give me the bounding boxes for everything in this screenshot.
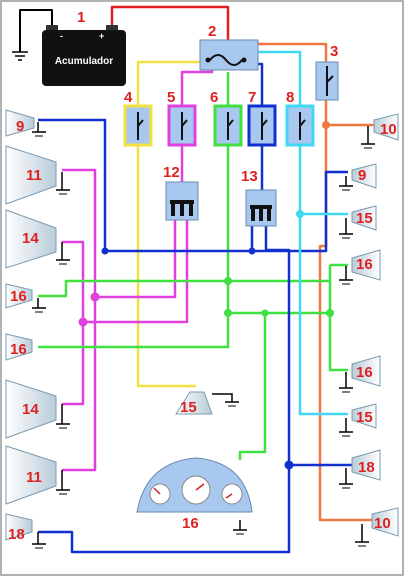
label-lamp-9-left: 9 (16, 118, 24, 135)
label-lamp-11-top: 11 (26, 167, 42, 184)
battery: - + Acumulador (42, 25, 126, 86)
junction-orange (322, 121, 330, 129)
battery-ground-wire (19, 9, 53, 52)
lamp-18-right (339, 449, 381, 489)
junction-magenta-2 (78, 317, 88, 327)
label-switch-magenta: 5 (167, 89, 175, 106)
junction-blue-1 (101, 247, 109, 255)
magenta-wire-12a (95, 220, 177, 299)
junction-cyan (296, 210, 304, 218)
fuse-box (199, 39, 259, 71)
label-switch-green: 6 (210, 89, 218, 106)
label-lamp-15-right-bottom: 15 (356, 409, 373, 426)
fuse-icon (209, 54, 243, 66)
label-lamp-10-bottom: 10 (374, 515, 391, 532)
label-lamp-14-bottom: 14 (22, 401, 39, 418)
lamp-16-left-top (5, 283, 46, 313)
lamp-14-bottom (5, 379, 70, 439)
battery-pos-symbol: + (99, 31, 104, 41)
lamp-9-left (5, 109, 46, 137)
label-switch-cyan: 8 (286, 89, 294, 106)
yellow-wire-down (136, 145, 196, 388)
green-wire-left1 (38, 279, 330, 298)
label-lamp-15-right-top: 15 (356, 210, 373, 227)
label-lamp-18-right: 18 (358, 459, 375, 476)
cyan-wire (258, 50, 302, 106)
lamp-16-left-bottom (5, 333, 33, 361)
label-lamp-16-left-top: 16 (10, 288, 27, 305)
battery-label: Acumulador (55, 56, 113, 67)
ground-icon (12, 51, 28, 61)
lamp-15-right-bottom (339, 403, 377, 437)
junction-blue-2 (248, 247, 256, 255)
lamp-10-bottom (355, 507, 399, 547)
label-switch-main: 3 (330, 43, 338, 60)
lamp-9-right (339, 163, 377, 191)
yellow-wire (136, 60, 200, 106)
junction-green-1 (224, 277, 232, 285)
relay-12 (165, 181, 199, 221)
number-labels: 1 2 3 4 5 6 7 8 9 10 11 12 13 9 15 14 16… (8, 9, 397, 543)
dashboard (136, 457, 253, 535)
relay-13 (245, 189, 277, 227)
label-battery: 1 (77, 9, 85, 26)
label-lamp-11-bottom: 11 (26, 469, 42, 486)
label-lamp-16-left-bottom: 16 (10, 341, 27, 358)
red-wire (110, 5, 230, 42)
orange-wire-feed (258, 42, 328, 62)
junction-green-4 (326, 309, 334, 317)
lamp-11-top (5, 145, 70, 205)
switch-main (315, 61, 339, 101)
label-fuse-box: 2 (208, 23, 216, 40)
switch-magenta (167, 104, 197, 147)
switch-cyan (285, 104, 315, 147)
battery-terminal-pos (106, 25, 118, 31)
lamp-16-right-bottom (339, 355, 381, 393)
lamp-15-center (175, 391, 239, 415)
green-wire-right2 (328, 265, 348, 372)
label-lamp-18-left: 18 (8, 526, 25, 543)
lamp-18-left (5, 513, 46, 549)
blue-wire-main (38, 118, 348, 253)
lamp-16-right-top (339, 249, 381, 285)
label-switch-yellow: 4 (124, 89, 133, 106)
magenta-wire-12b (83, 220, 189, 324)
junction-magenta-1 (90, 292, 100, 302)
label-lamp-9-right: 9 (358, 167, 366, 184)
battery-neg-symbol: - (60, 31, 63, 41)
switch-blue (247, 104, 277, 147)
green-wire-dash (238, 313, 267, 460)
battery-terminal-neg (46, 25, 58, 31)
label-dashboard: 16 (182, 515, 199, 532)
junction-green-2 (224, 309, 232, 317)
label-lamp-10-top: 10 (380, 121, 397, 138)
label-lamp-14-top: 14 (22, 230, 39, 247)
label-relay-13: 13 (241, 168, 258, 185)
battery-body (42, 30, 126, 86)
label-relay-12: 12 (163, 164, 180, 181)
junctions (78, 121, 334, 470)
magenta-wire-11 (62, 168, 97, 472)
label-lamp-15-center: 15 (180, 399, 197, 416)
junction-green-3 (261, 309, 269, 317)
cyan-wire-down (298, 145, 348, 416)
label-switch-blue: 7 (248, 89, 256, 106)
switch-yellow (123, 104, 153, 147)
junction-blue-3 (284, 460, 294, 470)
fuse-box-body (199, 39, 259, 71)
label-lamp-16-right-bottom: 16 (356, 364, 373, 381)
lamp-11-bottom (5, 445, 70, 505)
label-lamp-16-right-top: 16 (356, 256, 373, 273)
blue-wire-18 (38, 226, 291, 554)
lamp-10-top (361, 113, 399, 149)
lamp-15-right-top (339, 205, 377, 239)
lamp-14-top (5, 209, 70, 269)
green-wire-left2 (38, 313, 230, 349)
switch-green (213, 104, 243, 147)
